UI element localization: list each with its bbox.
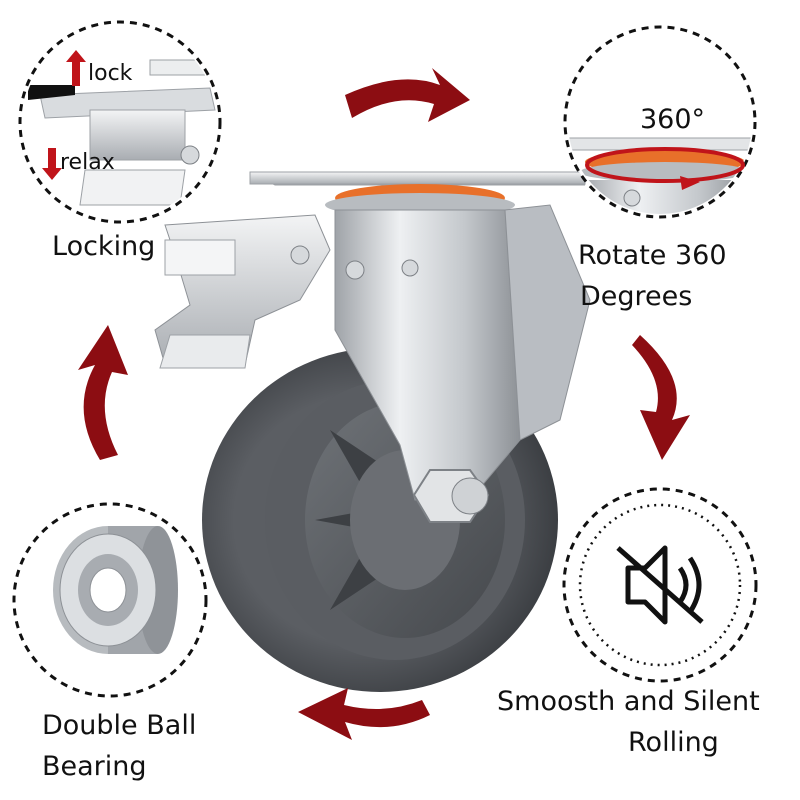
bearing-title-line2: Bearing bbox=[42, 751, 147, 782]
lock-label: lock bbox=[88, 61, 133, 86]
rotate-title-line2: Degrees bbox=[580, 281, 693, 312]
silent-title-line1: Smoosth and Silent bbox=[497, 686, 760, 717]
arrow-bottom-left bbox=[298, 688, 430, 740]
rotate-degree-label: 360° bbox=[640, 104, 706, 135]
relax-label: relax bbox=[60, 150, 115, 175]
locking-title: Locking bbox=[52, 231, 156, 262]
silent-detail-callout bbox=[562, 487, 758, 683]
fork-bracket bbox=[334, 204, 591, 523]
caster-main bbox=[154, 171, 591, 692]
bearing-detail-callout bbox=[12, 502, 208, 698]
relax-down-arrow-icon bbox=[42, 148, 62, 180]
arrow-right-down bbox=[632, 335, 690, 460]
silent-title-line2: Rolling bbox=[628, 727, 719, 758]
mute-speaker-icon bbox=[616, 545, 704, 625]
rotation-ring-icon bbox=[585, 147, 745, 183]
arrow-left-up bbox=[78, 325, 128, 460]
locking-detail-callout bbox=[18, 20, 222, 224]
rotate-title-line1: Rotate 360 bbox=[578, 240, 727, 271]
arrow-top-right bbox=[345, 68, 470, 122]
rotate-detail-callout bbox=[563, 25, 757, 219]
flow-arrows bbox=[78, 68, 690, 740]
bearing-title-line1: Double Ball bbox=[42, 710, 197, 741]
brake-lever bbox=[154, 214, 419, 369]
ball-bearing-icon bbox=[53, 526, 178, 654]
lock-up-arrow-icon bbox=[66, 50, 86, 86]
